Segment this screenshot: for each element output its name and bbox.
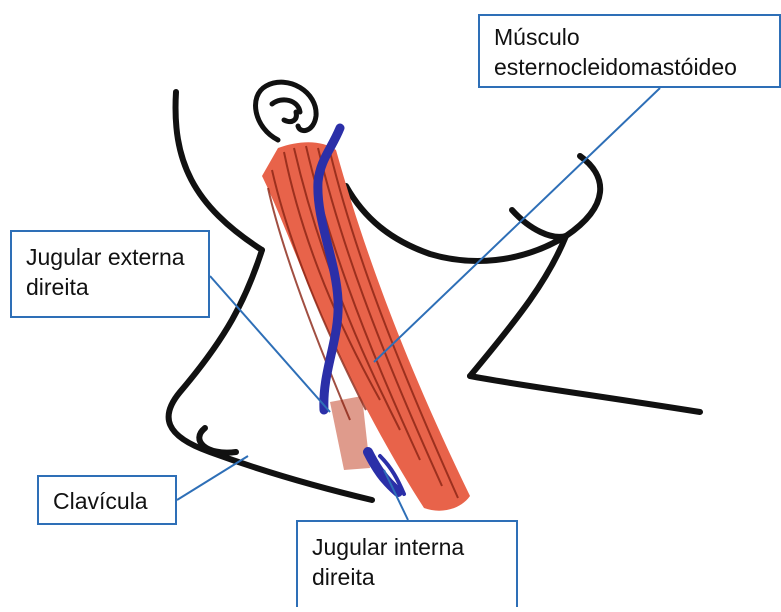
label-text: Músculo xyxy=(494,22,769,52)
label-musculo-esternocleidomastoideo: Músculo esternocleidomastóideo xyxy=(478,14,781,88)
label-text: Jugular interna xyxy=(312,532,506,562)
callout-line-jugular-externa xyxy=(210,276,330,412)
callout-line-clavicula xyxy=(177,456,248,500)
label-jugular-externa-direita: Jugular externa direita xyxy=(10,230,210,318)
label-clavicula: Clavícula xyxy=(37,475,177,525)
label-text: direita xyxy=(312,562,506,592)
label-text: Jugular externa xyxy=(26,242,198,272)
label-text: Clavícula xyxy=(53,486,165,516)
label-text: direita xyxy=(26,272,198,302)
ear-icon xyxy=(256,82,317,140)
label-text: esternocleidomastóideo xyxy=(494,52,769,82)
label-jugular-interna-direita: Jugular interna direita xyxy=(296,520,518,607)
